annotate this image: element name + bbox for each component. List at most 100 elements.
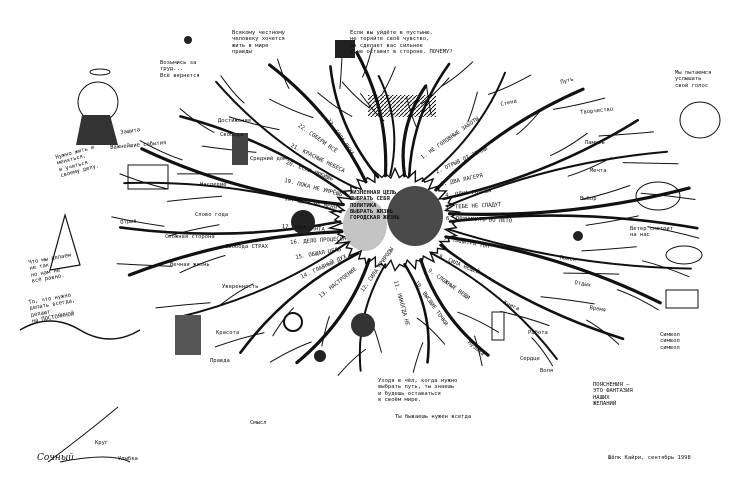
main-branch-line-9 [447,228,692,270]
ink-blot-doodle [335,40,355,58]
twig-line-6-1 [567,157,612,177]
twig-line-14-1 [416,317,446,345]
twig-line-1-2 [362,47,373,78]
twig-line-12-2 [531,337,553,367]
twig-line-5-2 [598,131,654,137]
note-left-small: Возьмись за труд... Всё вернется [160,60,200,79]
sub-label-15: Смысл [250,420,267,426]
apple-doodle [291,210,315,234]
note-right-low: Символ символ символ [660,332,680,351]
main-branch-line-17 [239,252,360,354]
twig-line-24-2 [220,75,245,104]
twig-line-13-2 [474,335,483,367]
sub-label-11: Свобода СТРАХ [225,244,269,250]
bird-doodle [665,245,703,265]
central-shade [343,199,387,251]
box-doodle [491,311,505,341]
wave-doodle [19,320,141,340]
sub-label-27: Работа [528,330,548,336]
twig-line-14-2 [412,342,424,373]
twig-line-8-2 [647,226,700,239]
main-branch-line-3 [421,71,506,182]
sub-label-16: Круг [95,440,109,446]
main-branch-line-8 [448,214,699,230]
corner-branch-doodle [47,406,131,463]
sub-label-12: Уверенность [222,284,259,290]
main-branch-line-26 [329,65,380,179]
center-line-3: ПОЛИТИКА [350,202,377,209]
radio-doodle [665,289,699,309]
triangle-doodle [49,212,81,271]
twig-line-17-2 [214,332,265,348]
sub-label-2: Свобода [220,132,244,138]
center-line-4: ВЫБРАТЬ ЖИЗНЬ [350,208,394,215]
twig-line-11-2 [586,319,620,345]
twig-line-21-1 [167,195,223,202]
small-ball-doodle [314,350,326,362]
main-branch-line-16 [295,258,371,365]
bench-doodle [127,164,169,190]
twig-line-11-1 [540,296,595,305]
note-bottom-mid: Уходя в чёл, когда нужно выбрать путь, т… [378,378,458,403]
note-right-top: Мы пытаемся услышать свой голос [675,70,712,89]
twig-line-18-2 [155,302,211,309]
chair-doodle [232,133,248,165]
sub-label-23: Выбор [580,196,597,202]
twig-line-10-2 [616,289,659,311]
dot-doodle [573,231,583,241]
main-branch-line-2 [407,62,451,178]
main-branch-line-12 [430,252,558,360]
main-branch-line-18 [174,241,349,319]
main-branch-line-21 [123,181,342,214]
note-top-mid: Если вы уйдёте в пустыню, не теряйте сво… [350,30,453,55]
center-line-2: ВЫБРАТЬ СЕБЯ [350,196,390,203]
twig-line-9-1 [581,246,637,252]
main-branch-line-28 [401,84,428,178]
corner-word: Сочный [37,453,74,463]
twig-line-19-1 [179,255,226,274]
hatched-cloth-doodle [368,95,436,117]
main-branch-line-23 [179,115,350,198]
main-branch-line-11 [439,243,625,341]
twig-line-9-2 [642,260,690,278]
note-bottom-mid2: Ты бываешь нужен всегда [395,414,472,420]
sub-label-22: Мечта [590,168,607,174]
sub-label-17: Улыбка [118,456,138,462]
sub-label-6: Наследие [200,182,227,188]
main-branch-line-22 [140,147,345,207]
sub-label-10: Вечная жизнь [170,262,210,268]
note-bottom-right: ПОЯСНЕНИЯ — ЭТО ФАНТАЗИЯ НАШИХ ЖЕЛАНИЙ [593,382,633,407]
twig-line-16-2 [269,341,312,363]
twig-line-26-1 [317,92,353,117]
twig-line-23-2 [179,108,215,133]
sub-label-5: Средний дом [250,156,287,162]
sub-label-9: Сложная сторона [165,234,215,240]
twig-line-1-1 [341,81,371,109]
twig-line-4-2 [553,97,606,110]
target-doodle [351,313,375,337]
twig-line-3-2 [488,74,532,95]
main-branch-line-14 [403,263,430,364]
main-branch-line-4 [434,87,585,192]
twig-line-19-2 [116,263,173,267]
note-top-left: Всякому честному человеку хочется жить в… [232,30,285,55]
twig-line-20-1 [167,224,220,237]
main-branch-line-27 [377,75,396,177]
twig-line-8-1 [585,215,639,226]
sub-label-14: Правда [210,358,230,364]
twig-line-25-1 [269,98,314,119]
angel-body-doodle [76,115,118,145]
twig-line-23-1 [201,145,257,153]
twig-line-4-1 [516,107,544,135]
twig-line-18-1 [217,283,254,308]
main-branch-line-5 [442,118,640,201]
twig-line-20-2 [111,216,165,227]
ring-doodle [283,312,303,332]
twig-line-21-2 [119,173,168,190]
sub-label-29: Воля [540,368,554,374]
twig-line-10-1 [563,272,620,275]
twig-line-13-1 [457,311,500,333]
center-line-1: ЖИЗНЕННАЯ ЦЕЛЬ [350,190,397,196]
